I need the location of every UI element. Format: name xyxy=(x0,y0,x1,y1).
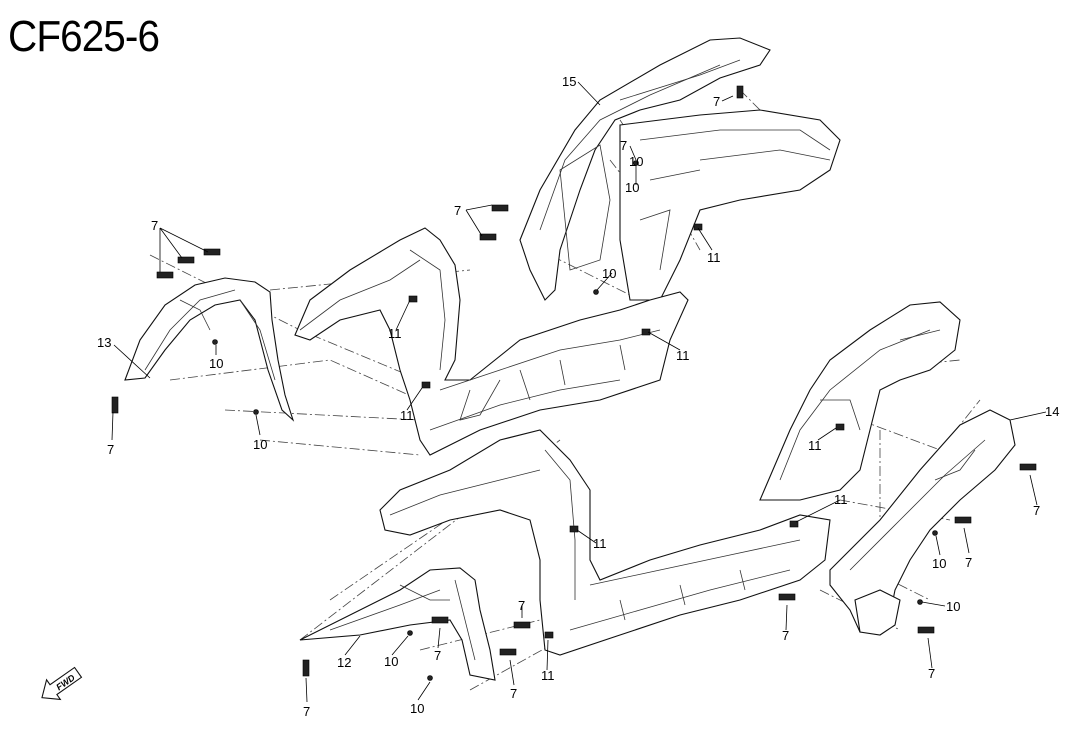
callout-11: 11 xyxy=(593,536,607,551)
callout-13: 13 xyxy=(97,335,111,350)
callout-12: 12 xyxy=(337,655,351,670)
callout-10: 10 xyxy=(253,437,267,452)
callout-7: 7 xyxy=(151,218,158,233)
callout-11: 11 xyxy=(808,438,822,453)
callout-7: 7 xyxy=(510,686,517,701)
callout-11: 11 xyxy=(707,250,721,265)
lower-left-side-body-panel xyxy=(379,429,831,656)
callout-10: 10 xyxy=(625,180,639,195)
callout-7: 7 xyxy=(1033,503,1040,518)
callout-10: 10 xyxy=(384,654,398,669)
callout-11: 11 xyxy=(676,348,690,363)
right-side-body-panel xyxy=(759,301,961,501)
callout-10: 10 xyxy=(629,154,643,169)
part-12-front-lower-fender xyxy=(299,567,496,681)
callout-10: 10 xyxy=(602,266,616,281)
forward-direction-arrow: FWD xyxy=(41,666,83,701)
callout-7: 7 xyxy=(782,628,789,643)
callout-11: 11 xyxy=(400,408,414,423)
callout-10: 10 xyxy=(410,701,424,716)
callout-11: 11 xyxy=(834,492,848,507)
callout-7: 7 xyxy=(713,94,720,109)
callout-7: 7 xyxy=(965,555,972,570)
part-13-front-left-fender xyxy=(124,277,295,422)
part-14-front-right-fender xyxy=(829,409,1016,636)
callout-11: 11 xyxy=(388,326,402,341)
screw-symbols xyxy=(212,160,938,681)
left-side-body-panel xyxy=(294,227,689,456)
fastener-clips xyxy=(111,85,1037,677)
callout-7: 7 xyxy=(620,138,627,153)
callout-14: 14 xyxy=(1045,404,1059,419)
callout-7: 7 xyxy=(107,442,114,457)
callout-7: 7 xyxy=(928,666,935,681)
callout-10: 10 xyxy=(946,599,960,614)
callout-10: 10 xyxy=(209,356,223,371)
leader-lines xyxy=(111,81,1047,703)
callout-7: 7 xyxy=(434,648,441,663)
nut-symbols xyxy=(408,223,845,639)
callout-10: 10 xyxy=(932,556,946,571)
callout-11: 11 xyxy=(541,668,555,683)
diagram-title: CF625-6 xyxy=(8,12,160,61)
callout-15: 15 xyxy=(562,74,576,89)
callout-7: 7 xyxy=(454,203,461,218)
callout-7: 7 xyxy=(303,704,310,719)
callout-labels: 15 7 7 10 10 7 10 11 11 7 13 10 11 7 10 … xyxy=(97,74,1059,719)
callout-7: 7 xyxy=(518,598,525,613)
part-15-rear-upper-panel xyxy=(519,37,841,301)
